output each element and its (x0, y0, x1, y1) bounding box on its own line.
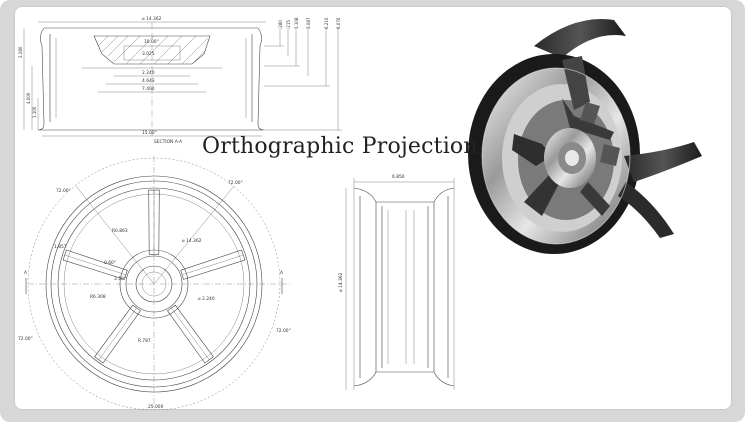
front-label-4: 0.60° (104, 260, 116, 266)
spoke-group (62, 189, 246, 364)
dim-r4: 6.210 (324, 17, 329, 29)
dim-bore: 2.240 (142, 70, 155, 76)
dim-r2: 1.108 (294, 17, 299, 29)
dim-bolt: 4.643 (142, 78, 155, 84)
spoke-5 (62, 249, 128, 280)
dim-r5: 6.076 (336, 17, 341, 29)
dim-inner: 7.400 (142, 86, 155, 92)
front-label-3: ⌀ 14.362 (182, 238, 202, 244)
spoke-centerline-4 (98, 308, 137, 361)
page-title: Orthographic Projection (202, 134, 478, 159)
front-label-11: 72.00° (276, 328, 291, 334)
front-label-8: ⌀ 2.240 (198, 296, 215, 302)
wheel-cutaway-render (468, 19, 702, 254)
dim-hub: 3.025 (142, 51, 155, 57)
section-view: ⌀ 14.362 10.00° 3.025 2.240 4.643 7.400 … (18, 16, 342, 145)
dim-l0: 2.280 (18, 46, 23, 58)
dim-l2: 1.100 (32, 106, 37, 118)
dim-l1: 4.000 (26, 92, 31, 104)
spoke-3 (167, 304, 214, 364)
section-marker-right: A (280, 270, 283, 276)
front-label-7: R6.308 (90, 294, 106, 300)
dim-r0: .280 (278, 20, 283, 29)
spoke-centerline-3 (171, 308, 210, 361)
front-label-6: 1.857 (54, 244, 67, 250)
section-marker-left: A (24, 270, 27, 276)
front-label-10: 72.00° (18, 336, 33, 342)
front-label-5: 3.10° (114, 276, 126, 282)
technical-drawing: ⌀ 14.362 10.00° 3.025 2.240 4.643 7.400 … (18, 16, 702, 410)
spoke-centerline-5 (64, 254, 126, 275)
front-label-0: 72.00° (56, 188, 71, 194)
spoke-4 (94, 304, 141, 364)
front-bottom-label: 25.000 (148, 404, 164, 410)
hatch-pattern (97, 35, 209, 65)
side-view: 6.850 ⌀ 14.362 (338, 174, 455, 390)
spoke-1 (148, 189, 160, 255)
dim-diameter-top: ⌀ 14.362 (142, 16, 162, 22)
dim-bottom: 15.00° (142, 130, 157, 136)
drawing-canvas: ⌀ 14.362 10.00° 3.025 2.240 4.643 7.400 … (14, 6, 732, 410)
spoke-2 (180, 249, 246, 280)
front-view: A A 72.00° 72.00° R0.863 ⌀ 14.362 0.60° … (18, 156, 292, 410)
dim-angle: 10.00° (144, 39, 159, 45)
dim-r1: .215 (286, 20, 291, 29)
section-label: SECTION A-A (154, 139, 182, 145)
side-height-label: ⌀ 14.362 (338, 272, 344, 292)
dim-r3: 3.087 (306, 17, 311, 29)
front-label-9: R.787 (138, 338, 151, 344)
spoke-centerline-2 (182, 254, 244, 275)
front-label-2: R0.863 (112, 228, 128, 234)
front-label-1: 72.00° (228, 180, 243, 186)
side-width-label: 6.850 (392, 174, 405, 180)
